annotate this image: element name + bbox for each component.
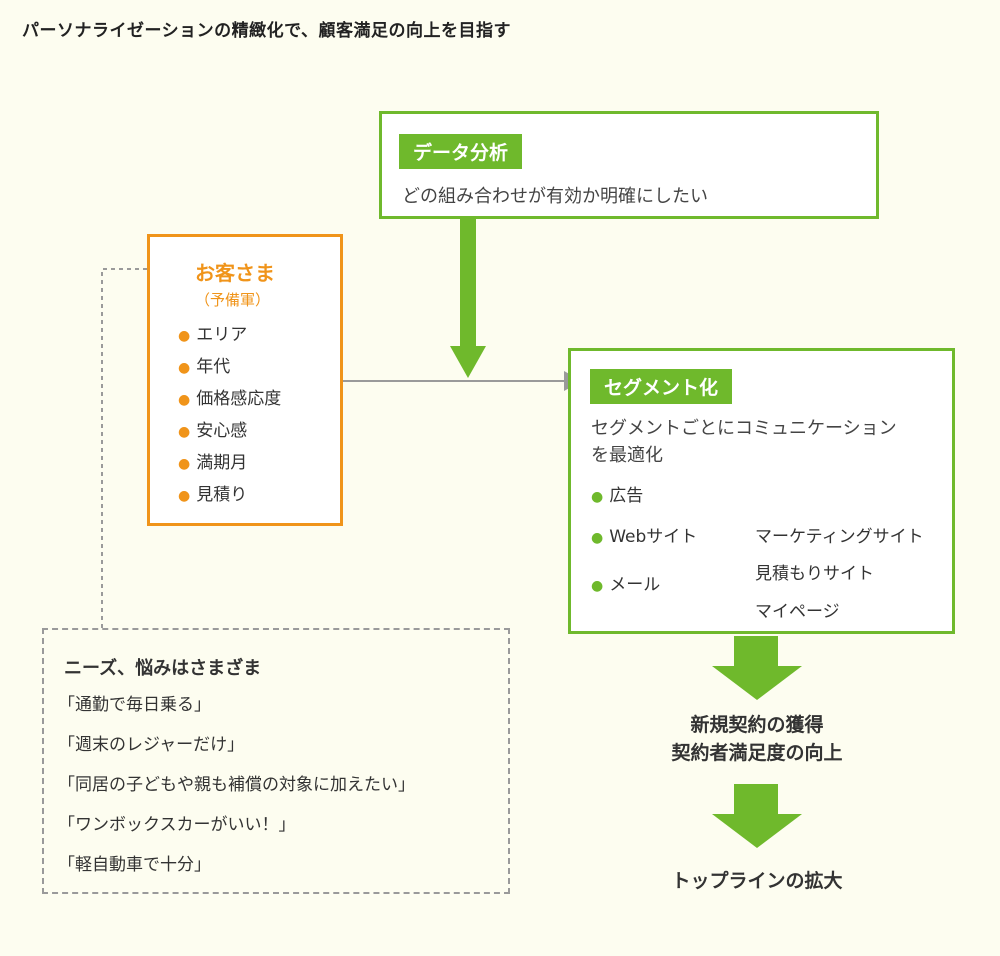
web-subitem-marketing: マーケティングサイト	[755, 527, 924, 547]
result-arrow-2-shaft	[734, 784, 778, 814]
data-arrow-head	[450, 346, 486, 378]
result-line1: 新規契約の獲得	[690, 714, 824, 736]
segment-box: セグメント化 セグメントごとにコミュニケーション を最適化 ●広告 ●Webサイ…	[568, 348, 955, 634]
list-item: 「ワンボックスカーがいい！」	[58, 815, 296, 835]
segment-item-web: ●Webサイト	[591, 527, 698, 547]
list-item: ●エリア	[178, 325, 248, 345]
bullet-icon: ●	[178, 328, 191, 344]
web-subitem-estimate: 見積もりサイト	[755, 564, 874, 584]
page-title: パーソナライゼーションの精緻化で、顧客満足の向上を目指す	[22, 21, 511, 41]
result-final: トップラインの拡大	[671, 870, 843, 892]
customer-box: お客さま （予備軍） ●エリア ●年代 ●価格感応度 ●安心感 ●満期月 ●見積…	[147, 234, 343, 526]
list-item: 「週末のレジャーだけ」	[58, 735, 245, 755]
bullet-icon: ●	[178, 392, 191, 408]
data-analysis-box: データ分析 どの組み合わせが有効か明確にしたい	[379, 111, 879, 219]
customer-subtitle: （予備軍）	[195, 291, 271, 309]
list-item: ●見積り	[178, 485, 248, 505]
list-item: 「同居の子どもや親も補償の対象に加えたい」	[58, 775, 415, 795]
bullet-icon: ●	[591, 530, 604, 546]
customer-attribute-list: ●エリア ●年代 ●価格感応度 ●安心感 ●満期月 ●見積り	[178, 319, 281, 511]
bullet-icon: ●	[178, 456, 191, 472]
data-analysis-label: データ分析	[399, 134, 523, 169]
bullet-icon: ●	[591, 489, 604, 505]
needs-title: ニーズ、悩みはさまざま	[64, 658, 262, 679]
result-arrow-1-head	[712, 666, 802, 700]
segment-item-mail: ●メール	[591, 575, 661, 595]
web-subitem-mypage: マイページ	[755, 602, 840, 622]
bullet-icon: ●	[178, 424, 191, 440]
result-line2: 契約者満足度の向上	[671, 742, 843, 764]
needs-box: ニーズ、悩みはさまざま 「通勤で毎日乗る」 「週末のレジャーだけ」 「同居の子ど…	[42, 628, 510, 894]
segment-label: セグメント化	[590, 369, 733, 404]
data-arrow-shaft	[460, 219, 476, 347]
list-item: ●満期月	[178, 453, 248, 473]
data-analysis-description: どの組み合わせが有効か明確にしたい	[402, 186, 708, 207]
result-arrow-1-shaft	[734, 636, 778, 666]
needs-list: 「通勤で毎日乗る」 「週末のレジャーだけ」 「同居の子どもや親も補償の対象に加え…	[58, 692, 415, 892]
list-item: ●価格感応度	[178, 389, 282, 409]
list-item: ●安心感	[178, 421, 248, 441]
segment-description-line2: を最適化	[591, 445, 663, 466]
list-item: ●年代	[178, 357, 231, 377]
segment-description-line1: セグメントごとにコミュニケーション	[591, 418, 897, 439]
result-arrow-2-head	[712, 814, 802, 848]
segment-item-ad: ●広告	[591, 486, 644, 506]
customer-title: お客さま	[195, 261, 275, 285]
bullet-icon: ●	[178, 488, 191, 504]
bullet-icon: ●	[591, 578, 604, 594]
list-item: 「通勤で毎日乗る」	[58, 695, 211, 715]
bullet-icon: ●	[178, 360, 191, 376]
list-item: 「軽自動車で十分」	[58, 855, 211, 875]
